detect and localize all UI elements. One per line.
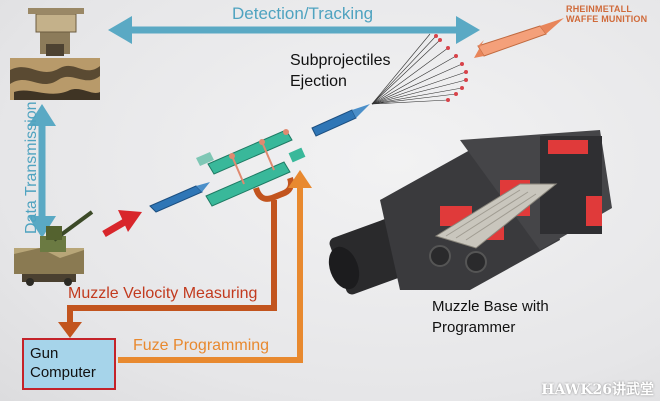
sabot-casing	[196, 129, 306, 207]
fuze-programming-label: Fuze Programming	[133, 337, 270, 354]
muzzle-base-label: Muzzle Base with Programmer	[432, 296, 549, 338]
detection-tracking-label: Detection/Tracking	[232, 4, 374, 23]
muzzle-base-line1: Muzzle Base with	[432, 298, 549, 315]
projectile-blue	[149, 182, 210, 213]
red-arrow	[102, 210, 142, 238]
muzzle-base-line2: Programmer	[432, 319, 516, 336]
fuze-programming-line	[118, 186, 303, 363]
rheinmetall-line1: RHEINMETALL	[566, 4, 633, 14]
gun-computer-line1: Gun	[30, 345, 59, 362]
target-missile	[474, 18, 564, 58]
subprojectiles-text: Subprojectiles	[290, 52, 391, 69]
subprojectiles-ejection-label: Subprojectiles Ejection	[290, 50, 391, 92]
detection-tracking-arrow	[108, 16, 480, 44]
muzzle-base-image	[328, 130, 612, 295]
gun-vehicle-image	[14, 210, 94, 286]
subprojectile-dots	[434, 34, 468, 102]
rheinmetall-line2: WAFFE MUNITION	[566, 14, 648, 24]
data-transmission-label: Data Transmission	[23, 101, 40, 235]
gun-computer-line2: Computer	[30, 364, 96, 381]
muzzle-velocity-label: Muzzle Velocity Measuring	[68, 285, 258, 302]
rheinmetall-logo-text: RHEINMETALL WAFFE MUNITION	[566, 4, 647, 24]
subprojectile-fan	[371, 33, 467, 105]
projectile-right	[311, 104, 370, 137]
muzzle-velocity-arrowhead	[58, 322, 82, 338]
gun-computer-box: Gun Computer	[22, 338, 116, 390]
ejection-text: Ejection	[290, 73, 347, 90]
watermark: HAWK26讲武堂	[541, 382, 654, 398]
data-transmission-arrow	[28, 104, 56, 238]
fuze-programming-arrowhead	[288, 170, 312, 188]
radar-unit-image	[10, 8, 100, 100]
